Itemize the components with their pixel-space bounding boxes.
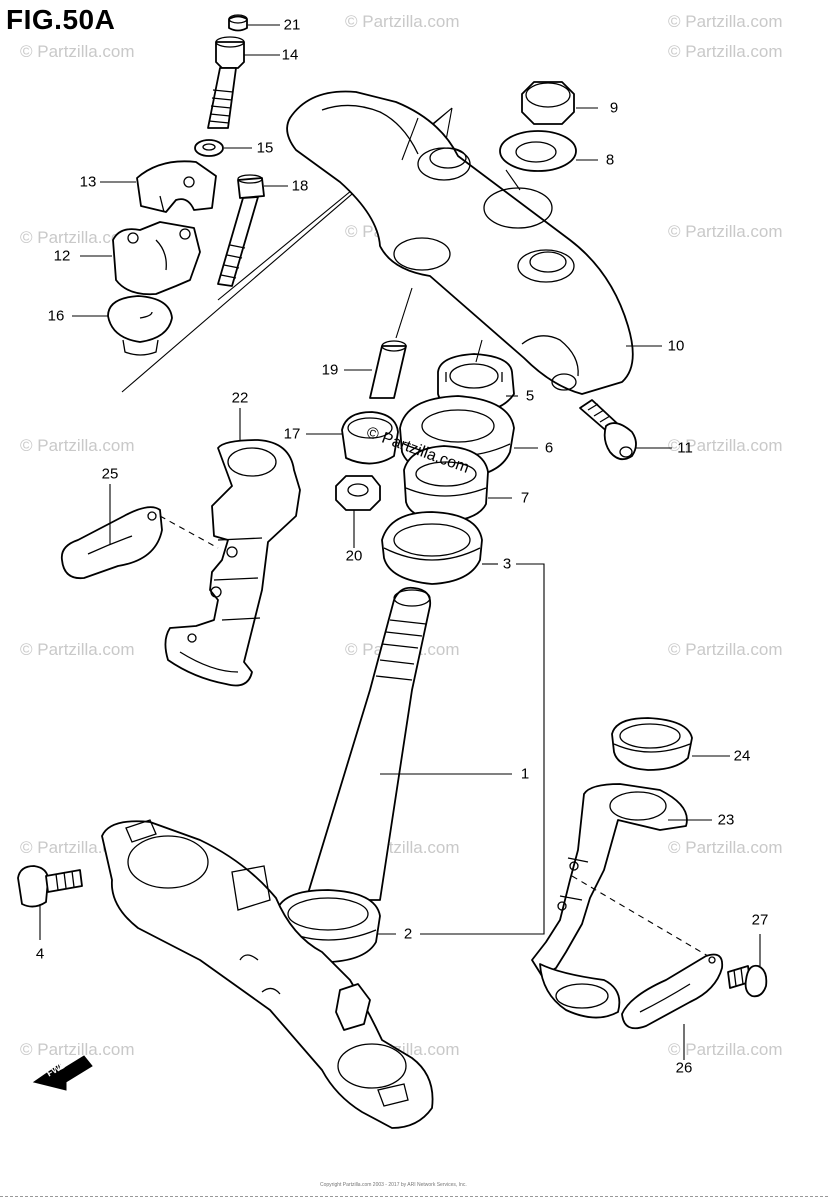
part-18-bolt <box>217 174 265 287</box>
watermark: © Partzilla.com <box>20 228 135 247</box>
callout-1: 1 <box>520 765 530 783</box>
callout-2: 2 <box>403 925 413 943</box>
callout-16: 16 <box>47 307 65 325</box>
callout-21: 21 <box>283 16 301 34</box>
part-9-nut <box>521 81 575 125</box>
callout-18: 18 <box>291 177 309 195</box>
part-4-bolt <box>17 865 83 908</box>
callout-5: 5 <box>525 387 535 405</box>
part-12-clamp <box>112 221 201 296</box>
watermark: © Partzilla.com <box>20 42 135 61</box>
watermark: © Partzilla.com <box>20 640 135 659</box>
part-11-bolt <box>579 399 637 461</box>
part-15-washer <box>194 139 224 157</box>
callout-22: 22 <box>231 389 249 407</box>
callout-23: 23 <box>717 811 735 829</box>
callout-25: 25 <box>101 465 119 483</box>
part-25-plate <box>60 506 163 580</box>
part-26-plate <box>621 953 724 1030</box>
callout-19: 19 <box>321 361 339 379</box>
part-8-washer <box>499 130 577 172</box>
figure-title: FIG.50A <box>6 4 116 35</box>
copyright-text: Copyright Partzilla.com 2003 - 2017 by A… <box>320 1182 467 1188</box>
part-21-cap <box>228 14 248 32</box>
callout-6: 6 <box>544 439 554 457</box>
watermark: © Partzilla.com <box>668 640 783 659</box>
callout-9: 9 <box>609 99 619 117</box>
callout-7: 7 <box>520 489 530 507</box>
callout-4: 4 <box>35 945 45 963</box>
callout-8: 8 <box>605 151 615 169</box>
watermark: © Partzilla.com <box>668 222 783 241</box>
part-19-pin <box>369 340 407 399</box>
part-17-bushing <box>341 411 399 465</box>
part-24-seal <box>611 717 693 771</box>
page-edge-divider <box>0 1196 828 1197</box>
part-14-bolt <box>207 36 245 129</box>
part-13-clamp <box>136 160 217 213</box>
callout-12: 12 <box>53 247 71 265</box>
part-1-stem <box>305 586 432 901</box>
callout-13: 13 <box>79 173 97 191</box>
part-27-bolt <box>727 964 768 998</box>
lower-bracket <box>101 819 434 1129</box>
callout-11: 11 <box>677 439 693 457</box>
callout-15: 15 <box>256 139 274 157</box>
fwd-arrow-icon <box>32 1055 93 1091</box>
callout-24: 24 <box>733 747 751 765</box>
part-23-bracket <box>531 783 688 1019</box>
callout-10: 10 <box>667 337 685 355</box>
part-22-bracket <box>164 439 301 687</box>
watermark: © Partzilla.com <box>668 12 783 31</box>
watermark: © Partzilla.com <box>20 1040 135 1059</box>
watermark: © Partzilla.com <box>20 436 135 455</box>
callout-20: 20 <box>345 547 363 565</box>
callout-14: 14 <box>281 46 299 64</box>
callout-26: 26 <box>675 1059 693 1077</box>
leader-lines <box>39 24 761 1060</box>
watermark: © Partzilla.com <box>668 1040 783 1059</box>
part-20-nut <box>335 475 381 511</box>
watermark: © Partzilla.com <box>668 838 783 857</box>
part-16-rubber <box>107 295 173 356</box>
part-3-race <box>381 511 483 585</box>
watermark: © Partzilla.com <box>668 436 783 455</box>
part-10-upper-bracket <box>286 90 634 395</box>
callout-3: 3 <box>502 555 512 573</box>
watermark: © Partzilla.com <box>668 42 783 61</box>
callout-27: 27 <box>751 911 769 929</box>
watermark: © Partzilla.com <box>345 12 460 31</box>
callout-17: 17 <box>283 425 301 443</box>
